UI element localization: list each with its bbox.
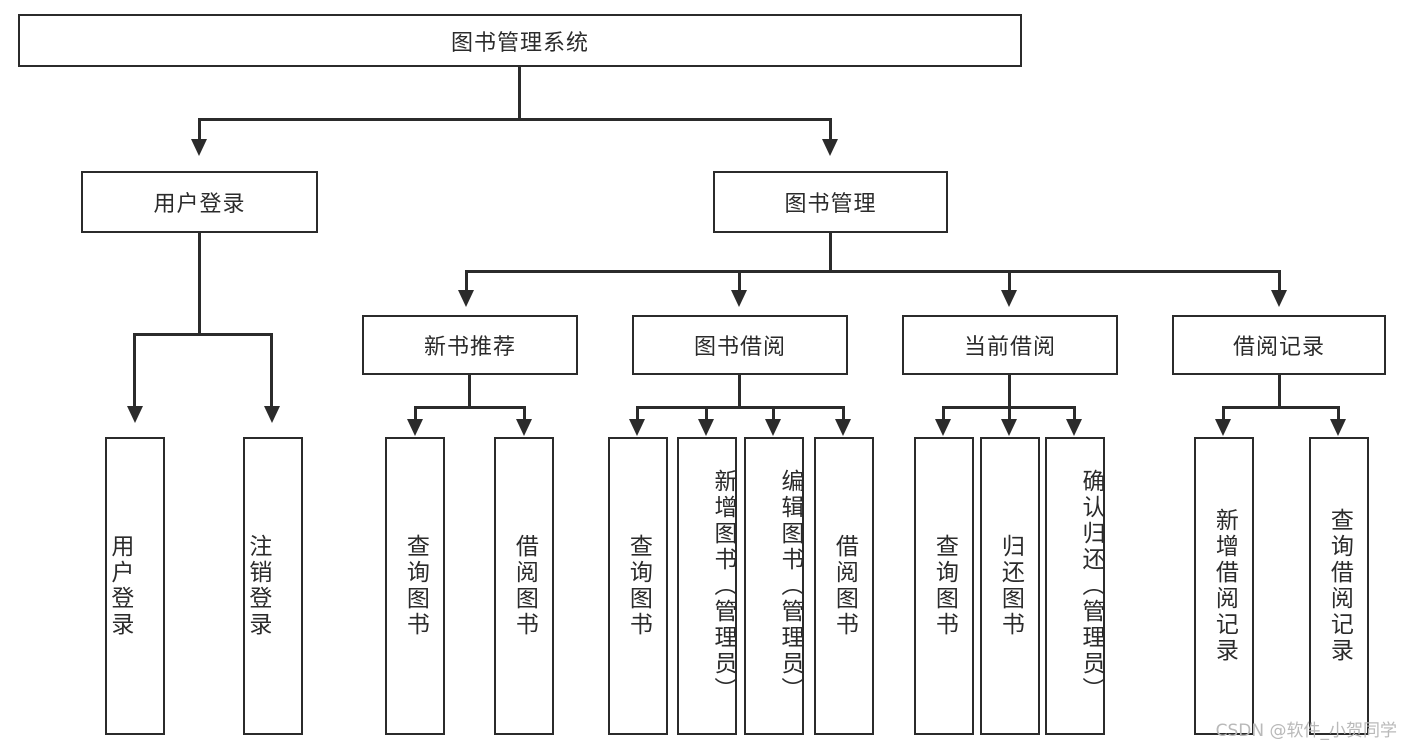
leaf-label: 借阅图书 [831,534,858,638]
node-new-book-recommend: 新书推荐 [362,315,578,375]
arrow-to-leaf-cb-2 [1001,419,1017,436]
arrow-to-book-manage [822,139,838,156]
connector-bb-drop-4 [842,406,845,420]
node-book-manage: 图书管理 [713,171,948,233]
leaf-label: 查询图书 [402,534,429,638]
leaf-label: 用户登录 [106,534,133,638]
arrow-to-book-borrow [731,290,747,307]
node-label: 图书管理 [784,192,877,217]
leaf-user-login: 用户登录 [105,437,165,735]
leaf-nbr-borrow-book: 借阅图书 [494,437,554,735]
node-current-borrow: 当前借阅 [902,315,1118,375]
leaf-label: 确认归还（管理员） [1078,469,1104,703]
connector-nbr-stem [468,375,471,408]
node-label: 图书借阅 [693,335,786,360]
arrow-to-user-login [191,139,207,156]
node-borrow-record: 借阅记录 [1172,315,1386,375]
connector-bb-drop-3 [772,406,775,420]
leaf-label: 查询借阅记录 [1326,508,1353,664]
leaf-label: 归还图书 [997,534,1024,638]
node-root: 图书管理系统 [18,14,1022,67]
leaf-bb-query-book: 查询图书 [608,437,668,735]
connector-nbr-bar [414,406,526,409]
leaf-label: 新增借阅记录 [1211,508,1238,664]
arrow-to-leaf-logout [264,406,280,423]
leaf-label: 查询图书 [625,534,652,638]
connector-cb-drop-1 [942,406,945,420]
connector-root-bar [198,118,832,121]
leaf-cb-confirm-return: 确认归还（管理员） [1045,437,1105,735]
connector-cb-drop-2 [1008,406,1011,420]
arrow-to-borrow-record [1271,290,1287,307]
arrow-to-leaf-br-2 [1330,419,1346,436]
leaf-cb-return-book: 归还图书 [980,437,1040,735]
node-label: 用户登录 [153,192,246,217]
connector-bb-drop-2 [705,406,708,420]
arrow-to-leaf-bb-4 [835,419,851,436]
connector-user-login-drop-1 [133,333,136,408]
node-user-login: 用户登录 [81,171,318,233]
arrow-to-leaf-bb-1 [629,419,645,436]
leaf-label: 注销登录 [244,534,271,638]
connector-bb-stem [738,375,741,408]
connector-user-login-stem [198,233,201,335]
connector-br-bar [1222,406,1340,409]
connector-root-stem [518,67,521,119]
leaf-cb-query-book: 查询图书 [914,437,974,735]
leaf-nbr-query-book: 查询图书 [385,437,445,735]
watermark-text: CSDN @软件_小贺同学 [1215,721,1397,741]
node-book-borrow: 图书借阅 [632,315,848,375]
arrow-to-leaf-br-1 [1215,419,1231,436]
arrow-to-current-borrow [1001,290,1017,307]
leaf-label: 借阅图书 [511,534,538,638]
connector-br-drop-1 [1222,406,1225,420]
connector-root-left-drop [198,118,201,141]
arrow-to-leaf-user-login [127,406,143,423]
leaf-label: 查询图书 [931,534,958,638]
connector-user-login-drop-2 [270,333,273,408]
arrow-to-new-book-recommend [458,290,474,307]
node-label: 当前借阅 [963,335,1056,360]
connector-nbr-drop-2 [523,406,526,420]
node-label: 借阅记录 [1232,335,1325,360]
connector-root-right-drop [829,118,832,141]
connector-nbr-drop-1 [414,406,417,420]
leaf-label: 新增图书（管理员） [710,469,736,703]
connector-book-manage-stem [829,233,832,273]
connector-bm-drop-3 [1008,270,1011,292]
connector-br-stem [1278,375,1281,408]
connector-cb-drop-3 [1073,406,1076,420]
leaf-bb-borrow-book: 借阅图书 [814,437,874,735]
leaf-logout: 注销登录 [243,437,303,735]
leaf-br-query-record: 查询借阅记录 [1309,437,1369,735]
leaf-bb-add-book: 新增图书（管理员） [677,437,737,735]
node-label: 新书推荐 [423,335,516,360]
connector-bm-drop-2 [738,270,741,292]
arrow-to-leaf-nbr-2 [516,419,532,436]
arrow-to-leaf-cb-1 [935,419,951,436]
arrow-to-leaf-nbr-1 [407,419,423,436]
connector-br-drop-2 [1337,406,1340,420]
connector-cb-stem [1008,375,1011,408]
connector-user-login-bar [133,333,273,336]
connector-book-manage-bar [465,270,1281,273]
connector-bm-drop-1 [465,270,468,292]
leaf-bb-edit-book: 编辑图书（管理员） [744,437,804,735]
node-label: 图书管理系统 [450,30,589,56]
arrow-to-leaf-bb-3 [765,419,781,436]
connector-bb-drop-1 [636,406,639,420]
connector-bb-bar [636,406,845,409]
arrow-to-leaf-bb-2 [698,419,714,436]
leaf-br-add-record: 新增借阅记录 [1194,437,1254,735]
connector-bm-drop-4 [1278,270,1281,292]
leaf-label: 编辑图书（管理员） [777,469,803,703]
arrow-to-leaf-cb-3 [1066,419,1082,436]
